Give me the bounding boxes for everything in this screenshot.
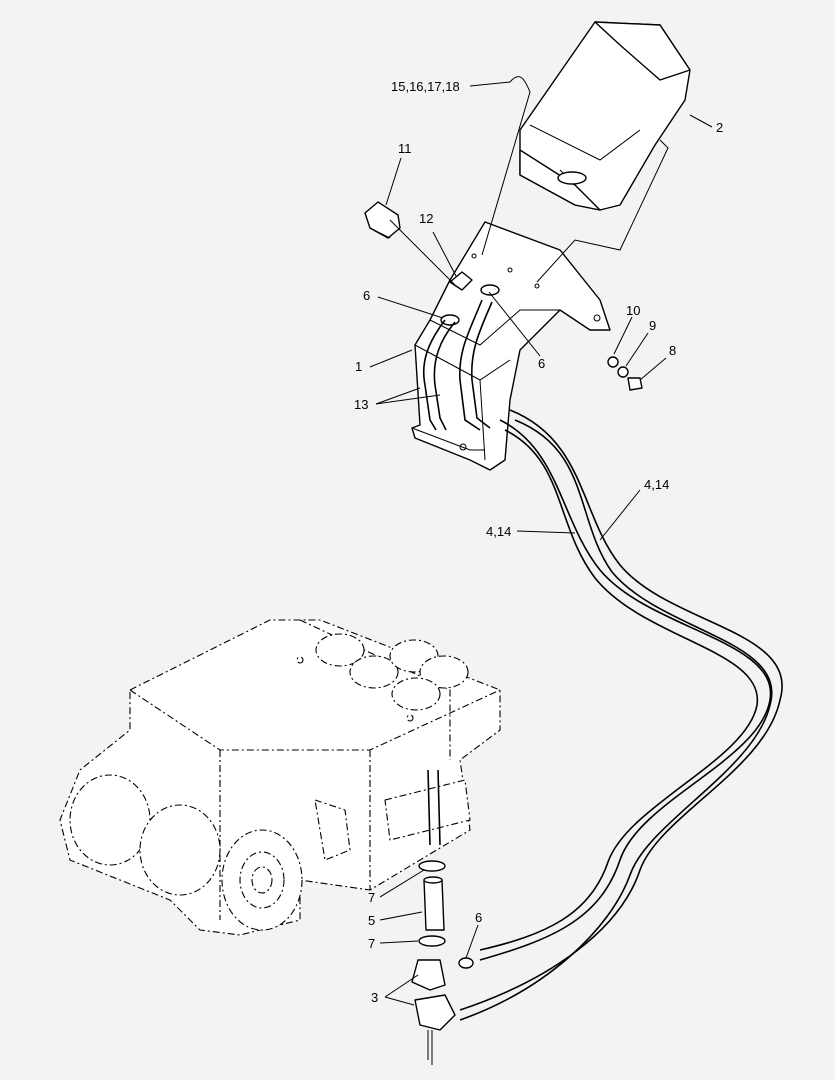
o-ring-6b bbox=[480, 284, 500, 296]
valve-pipe bbox=[427, 769, 431, 846]
o-ring-6a bbox=[440, 314, 460, 326]
bolt-8 bbox=[627, 377, 643, 391]
callout-6-bracket-right: 6 bbox=[538, 356, 545, 371]
washer-9 bbox=[617, 366, 629, 378]
callout-7-lower: 7 bbox=[368, 936, 375, 951]
control-valve-assembly bbox=[59, 619, 501, 936]
washer-10 bbox=[607, 356, 619, 368]
callout-6-bracket-left: 6 bbox=[363, 288, 370, 303]
callout-labels: 15,16,17,18 2 11 12 6 6 1 10 9 8 13 4,14… bbox=[354, 79, 723, 1005]
callout-10: 10 bbox=[626, 303, 640, 318]
callout-15-16-17-18: 15,16,17,18 bbox=[391, 79, 460, 94]
leader-lines bbox=[369, 76, 713, 1006]
callout-2: 2 bbox=[716, 120, 723, 135]
clamp-7-upper bbox=[418, 860, 446, 872]
callout-6-lower: 6 bbox=[475, 910, 482, 925]
o-ring-6c bbox=[458, 957, 474, 969]
fitting-12 bbox=[449, 271, 473, 291]
callout-8: 8 bbox=[669, 343, 676, 358]
fittings-3 bbox=[411, 959, 456, 1065]
callout-4-14-right: 4,14 bbox=[644, 477, 669, 492]
sleeve-5 bbox=[423, 876, 445, 931]
callout-3: 3 bbox=[371, 990, 378, 1005]
callout-12: 12 bbox=[419, 211, 433, 226]
reservoir-canister bbox=[519, 21, 691, 211]
callout-11: 11 bbox=[398, 141, 412, 156]
breather-cap-11 bbox=[364, 201, 401, 239]
callout-9: 9 bbox=[649, 318, 656, 333]
hoses-4-14 bbox=[459, 409, 783, 1021]
callout-13: 13 bbox=[354, 397, 368, 412]
callout-4-14-left: 4,14 bbox=[486, 524, 511, 539]
clamp-7-lower bbox=[418, 935, 446, 947]
callout-5: 5 bbox=[368, 913, 375, 928]
callout-1: 1 bbox=[355, 359, 362, 374]
tubes-13 bbox=[422, 299, 493, 431]
callout-7-upper: 7 bbox=[368, 890, 375, 905]
